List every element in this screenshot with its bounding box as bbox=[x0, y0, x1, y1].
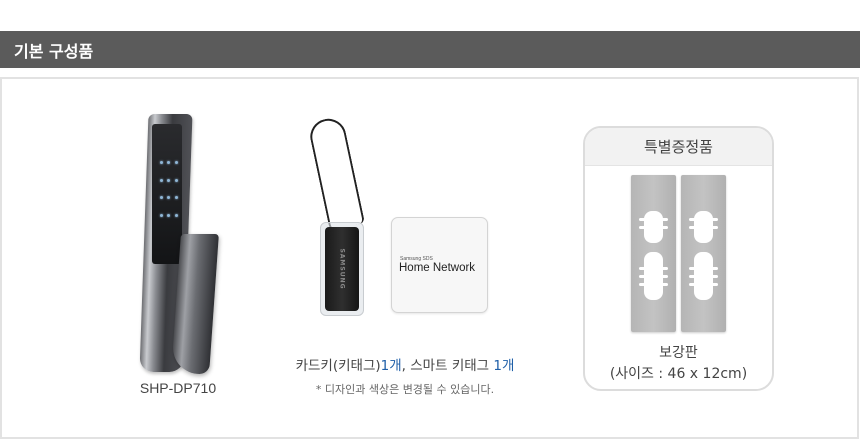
card-key-tag: SAMSUNG bbox=[320, 222, 364, 316]
section-title: 기본 구성품 bbox=[14, 42, 94, 61]
gift-title: 특별증정품 bbox=[643, 138, 713, 156]
smart-tag-brand-title: Home Network bbox=[399, 262, 476, 274]
section-header: 기본 구성품 bbox=[0, 31, 860, 68]
door-lock-model-label: SHP-DP710 bbox=[139, 380, 217, 396]
special-gift-box: 특별증정품 보강판 (사이즈 : 46 x 12cm) bbox=[583, 126, 774, 391]
plate-right bbox=[681, 175, 726, 332]
door-lock-keypad-panel bbox=[152, 124, 182, 264]
keypad-icon bbox=[158, 154, 180, 224]
card-key-count: 1개 bbox=[380, 358, 402, 374]
smart-tag-label: 스마트 키태그 bbox=[410, 358, 494, 374]
card-key-brand: SAMSUNG bbox=[338, 248, 346, 290]
card-key-image: SAMSUNG bbox=[306, 115, 370, 318]
reinforcement-plate-image bbox=[631, 175, 727, 333]
gift-name: 보강판 bbox=[659, 345, 698, 361]
caption-separator: , bbox=[401, 358, 411, 374]
gift-size: (사이즈 : 46 x 12cm) bbox=[609, 366, 748, 382]
smart-tag-brand-sub: Samsung SDS bbox=[400, 256, 433, 262]
plate-left bbox=[631, 175, 676, 332]
smart-tag-image: Samsung SDS Home Network bbox=[391, 217, 488, 313]
strap-icon bbox=[306, 115, 366, 231]
gift-box-header: 특별증정품 bbox=[585, 128, 772, 166]
card-key-label: 카드키(키태그) bbox=[295, 358, 381, 374]
cards-caption: 카드키(키태그)1개, 스마트 키태그 1개 bbox=[270, 354, 540, 374]
design-change-note: * 디자인과 색상은 변경될 수 있습니다. bbox=[315, 383, 495, 396]
door-lock-image bbox=[136, 114, 219, 376]
smart-tag-count: 1개 bbox=[493, 358, 515, 374]
